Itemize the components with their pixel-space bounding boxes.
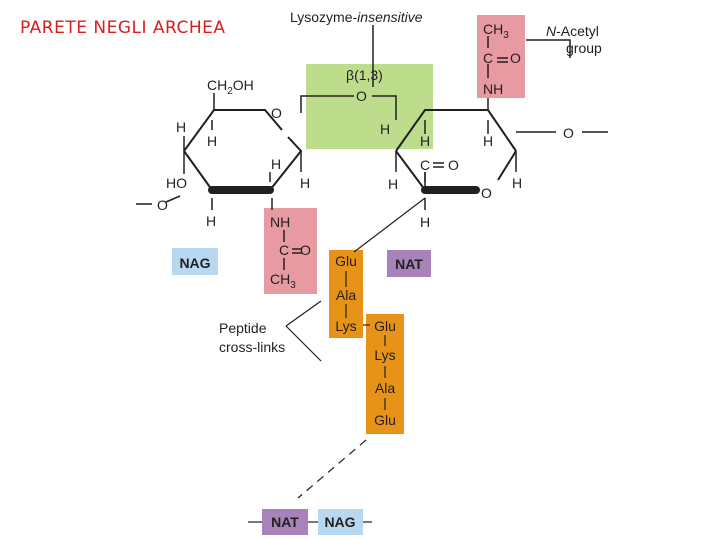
beta-symbol: β [346, 67, 354, 83]
h-right-6: H [420, 214, 430, 230]
ch2oh-label: CH2OH [207, 77, 254, 97]
nag-label-top: NAG [179, 255, 210, 271]
n-acetyl-bonds [283, 36, 571, 270]
c-right-carbonyl: C [420, 157, 430, 173]
beta-linkage-label: β(1,3) [346, 67, 383, 83]
peptide-1-residue-2: Ala [336, 287, 356, 303]
n-acetyl-label-line2: group [566, 40, 602, 56]
h-right-2: H [420, 133, 430, 149]
nat-label-top: NAT [395, 256, 423, 272]
h-right-4: H [388, 176, 398, 192]
n-acetyl-label-line1: N-Acetyl [546, 23, 599, 39]
nag-label-bottom: NAG [324, 514, 355, 530]
o-right-terminal: O [563, 125, 574, 141]
peptide-1-residue-3: Lys [335, 318, 356, 334]
h-right-5: H [512, 175, 522, 191]
ch3-right: CH3 [483, 21, 509, 41]
beta-linkage-box [306, 64, 433, 149]
h-right-1: H [380, 121, 390, 137]
linkage-oxygen: O [356, 88, 367, 104]
nh-right: NH [483, 81, 503, 97]
peptide-crosslinks-line2: cross-links [219, 339, 285, 355]
ring-oxygen-right: O [481, 185, 492, 201]
lysozyme-prefix: Lysozyme- [290, 9, 358, 25]
nag-box-top [172, 248, 218, 275]
n-acetyl-emph: N [546, 23, 557, 39]
slide-title: PARETE NEGLI ARCHEA [20, 18, 226, 38]
o-right-acetyl: O [510, 50, 521, 66]
nh-left: NH [270, 214, 290, 230]
ch3-left: CH3 [270, 271, 296, 291]
h-right-3: H [483, 133, 493, 149]
peptide-2-residue-3: Ala [375, 380, 395, 396]
n-acetyl-box-right [477, 15, 525, 98]
h-left-1: H [176, 119, 186, 135]
peptide-2-residue-1: Glu [374, 318, 396, 334]
beta-bond: (1,3) [354, 67, 383, 83]
nat-box-top [387, 250, 431, 277]
o-left-acetyl: O [300, 242, 311, 258]
c-left: C [279, 242, 289, 258]
ho-left: HO [166, 175, 187, 191]
peptide-crosslinks-line1: Peptide [219, 320, 267, 336]
peptide-1-residue-1: Glu [335, 253, 357, 269]
h-left-4: H [300, 175, 310, 191]
nat-box-bottom [262, 509, 308, 535]
n-acetyl-rest: -Acetyl [556, 23, 599, 39]
peptide-2-residue-4: Glu [374, 412, 396, 428]
peptide-box-1 [329, 250, 363, 338]
lysozyme-label: Lysozyme-insensitive [290, 9, 423, 25]
beta-linkage-bonds [300, 25, 397, 120]
left-sugar-ring [136, 93, 303, 210]
h-left-5: H [206, 213, 216, 229]
o-left-terminal: O [157, 197, 168, 213]
h-left-2: H [207, 133, 217, 149]
lysozyme-emph: insensitive [357, 9, 423, 25]
ring-oxygen-left: O [271, 105, 282, 121]
c-right: C [483, 50, 493, 66]
nat-label-bottom: NAT [271, 514, 299, 530]
o-right-carbonyl: O [448, 157, 459, 173]
n-acetyl-box-left [264, 208, 317, 294]
peptide-2-residue-2: Lys [374, 347, 395, 363]
peptide-bonds [248, 197, 426, 523]
nag-box-bottom [318, 509, 363, 535]
h-left-3: H [271, 156, 281, 172]
